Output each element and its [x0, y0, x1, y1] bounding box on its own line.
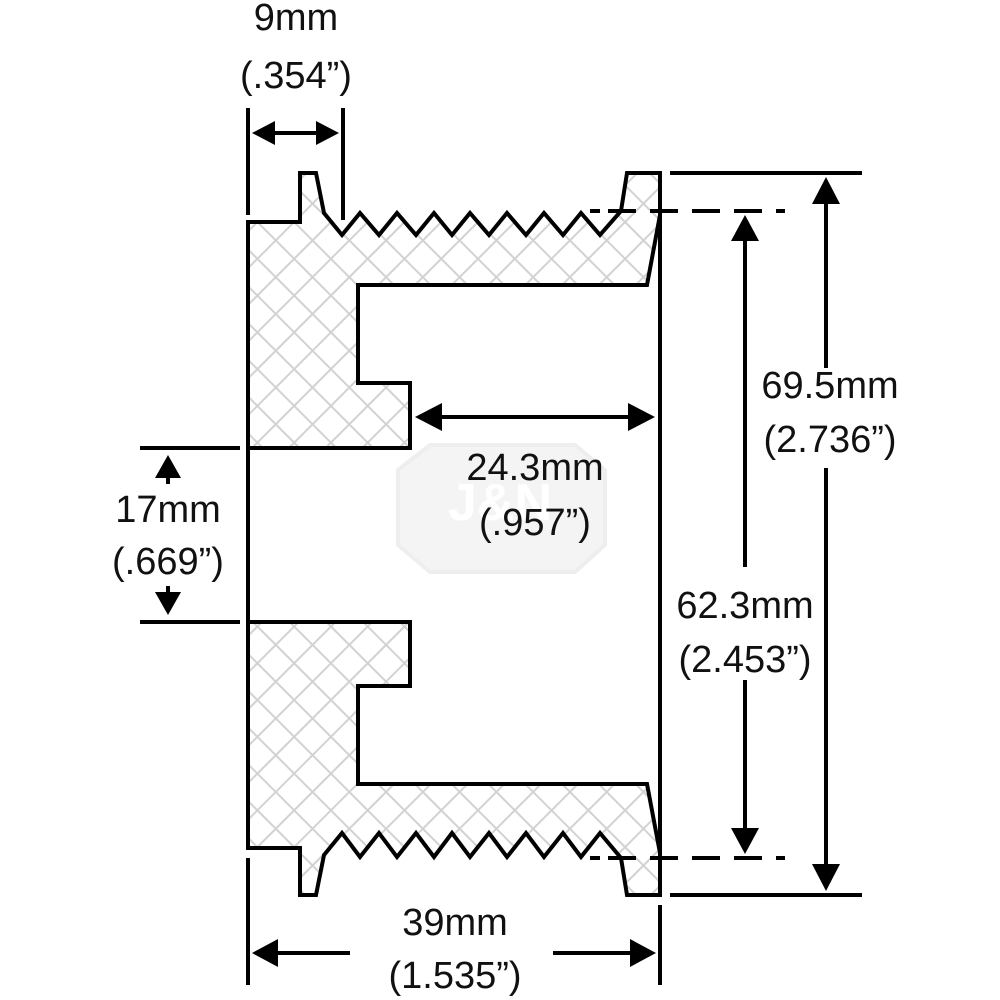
pulley-section-lower — [246, 620, 662, 897]
watermark-logo: J&N — [396, 443, 607, 574]
overall-width-mm: 39mm — [402, 902, 508, 944]
dimension-effective-diameter: 62.3mm (2.453”) — [590, 209, 814, 860]
effective-diameter-mm: 62.3mm — [676, 585, 813, 627]
groove-offset-mm: 9mm — [254, 0, 338, 39]
dimension-bore-diameter: 17mm (.669”) — [112, 446, 240, 624]
dimension-overall-width: 39mm (1.535”) — [246, 858, 662, 997]
pulley-section-upper — [246, 171, 662, 450]
overall-diameter-inch: (2.736”) — [763, 419, 896, 461]
bore-depth-mm: 24.3mm — [466, 447, 603, 489]
dimension-bore-depth: 24.3mm (.957”) — [415, 403, 655, 544]
groove-offset-inch: (.354”) — [240, 55, 352, 97]
bore-diameter-inch: (.669”) — [112, 541, 224, 583]
dimension-overall-diameter: 69.5mm (2.736”) — [670, 171, 899, 897]
bore-diameter-mm: 17mm — [115, 489, 221, 531]
effective-diameter-inch: (2.453”) — [678, 639, 811, 681]
overall-width-inch: (1.535”) — [388, 955, 521, 997]
overall-diameter-mm: 69.5mm — [761, 365, 898, 407]
watermark-text: J&N — [448, 474, 552, 532]
bore-depth-inch: (.957”) — [479, 502, 591, 544]
dimension-groove-offset: 9mm (.354”) — [240, 0, 352, 220]
